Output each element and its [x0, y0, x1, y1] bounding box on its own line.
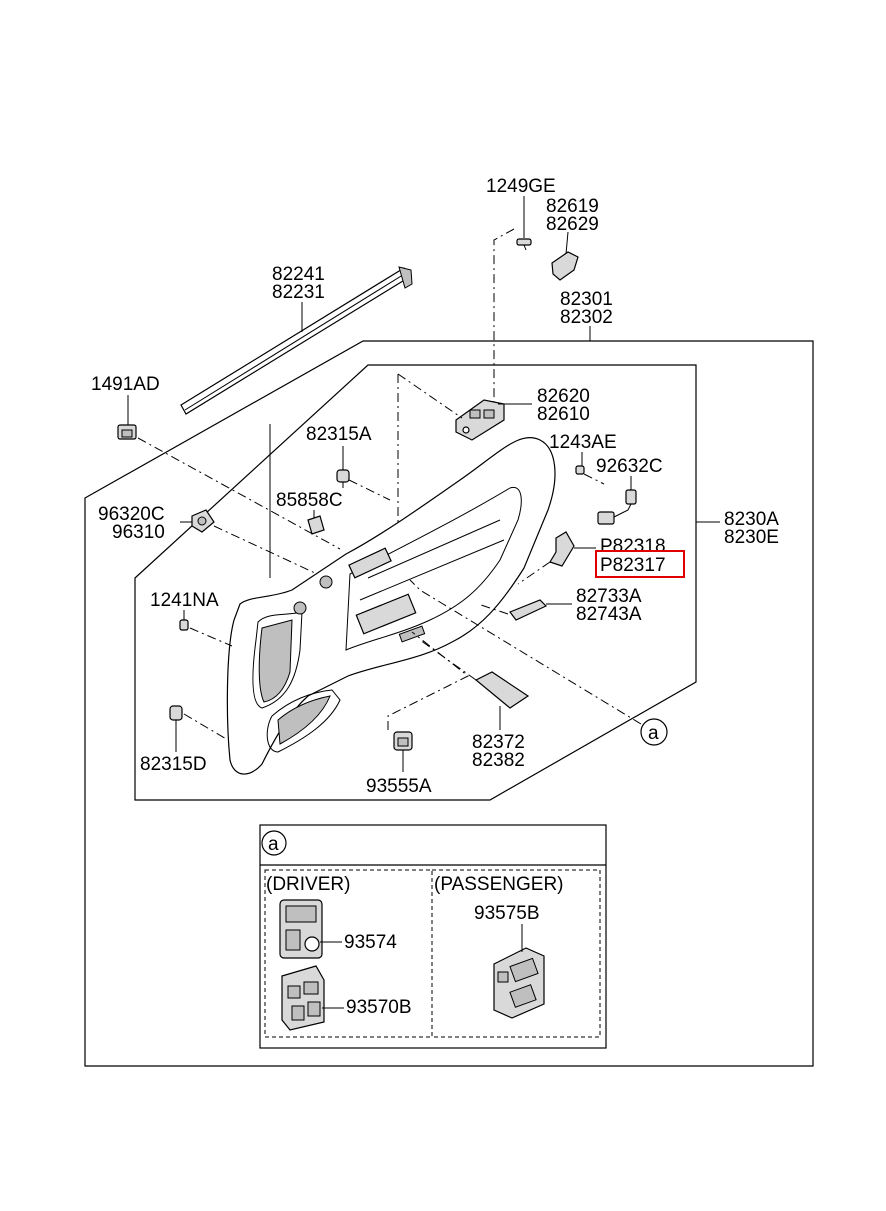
dash-callout-a	[409, 579, 642, 725]
dash-82372	[419, 639, 477, 681]
detail-callout-a-circle	[261, 830, 287, 856]
clip-82315D[interactable]	[169, 705, 183, 726]
label-92632C: 92632C	[596, 456, 663, 477]
detail-callout-a: a	[268, 834, 279, 855]
switch-93570B[interactable]	[281, 965, 325, 1031]
label-82301: 82301	[560, 289, 613, 310]
dash-82733A	[477, 603, 509, 615]
outer-frame	[84, 340, 814, 1067]
passenger-header: (PASSENGER)	[434, 874, 564, 895]
label-96310: 96310	[112, 522, 165, 543]
dash-93555A	[387, 631, 469, 730]
cover-82619[interactable]	[551, 251, 579, 281]
dash-1491AD	[137, 437, 341, 550]
label-82315D: 82315D	[140, 754, 207, 775]
bolt-1241NA[interactable]	[179, 619, 189, 631]
dash-1243AE	[583, 473, 605, 485]
switch-93574[interactable]	[279, 899, 323, 959]
label-93575B: 93575B	[474, 903, 540, 924]
label-callout-a: a	[648, 723, 659, 744]
inner-frame	[134, 364, 697, 801]
wiring-92632C[interactable]	[597, 489, 637, 525]
label-1491AD: 1491AD	[91, 374, 160, 395]
label-85858C: 85858C	[276, 490, 343, 511]
dash-1249GE	[493, 228, 515, 410]
label-P82317[interactable]: P82317	[600, 555, 666, 576]
dash-handle-2	[397, 373, 463, 419]
label-82733A: 82733A	[576, 586, 642, 607]
label-1249GE: 1249GE	[486, 176, 556, 197]
label-82620: 82620	[537, 386, 590, 407]
label-82315A: 82315A	[306, 424, 372, 445]
switch-93575B[interactable]	[493, 947, 545, 1019]
label-96320C: 96320C	[98, 504, 165, 525]
inside-handle-82620[interactable]	[455, 399, 505, 441]
label-1243AE: 1243AE	[549, 432, 617, 453]
label-82382: 82382	[472, 750, 525, 771]
lamp-93555A[interactable]	[393, 731, 413, 751]
clip-1491AD[interactable]	[117, 424, 137, 440]
label-82610: 82610	[537, 404, 590, 425]
dash-P82318	[517, 561, 551, 585]
callout-a-circle[interactable]	[640, 718, 668, 746]
label-1241NA: 1241NA	[150, 590, 219, 611]
leader-82619	[565, 231, 569, 255]
dash-96320C	[213, 525, 331, 581]
label-82372: 82372	[472, 732, 525, 753]
label-P82318: P82318	[600, 536, 666, 557]
label-8230E: 8230E	[724, 527, 779, 548]
clip-85858C[interactable]	[307, 515, 325, 535]
label-82241: 82241	[272, 264, 325, 285]
speaker-96320C[interactable]	[191, 509, 215, 533]
pad-82733A[interactable]	[509, 599, 548, 621]
bolt-1243AE[interactable]	[575, 465, 585, 475]
driver-group-box	[264, 869, 433, 1038]
label-93555A: 93555A	[366, 776, 432, 797]
dash-82315D	[183, 713, 229, 741]
dash-82315A	[348, 479, 391, 501]
dash-1241NA	[189, 627, 233, 647]
highlight-box-P82317	[595, 550, 685, 578]
passenger-group-box	[431, 869, 601, 1038]
label-82743A: 82743A	[576, 604, 642, 625]
driver-header: (DRIVER)	[266, 874, 350, 895]
trim-P82318[interactable]	[549, 531, 575, 567]
clip-82315A[interactable]	[336, 469, 350, 488]
label-93570B: 93570B	[346, 997, 412, 1018]
screw-1249GE[interactable]	[516, 228, 532, 251]
detail-box-a: a (DRIVER) (PASSENGER) 93574 93570B	[259, 824, 607, 1049]
label-93574: 93574	[344, 932, 397, 953]
label-82231: 82231	[272, 282, 325, 303]
label-82629: 82629	[546, 214, 599, 235]
door-trim-panel[interactable]	[226, 436, 556, 775]
weatherstrip-part[interactable]	[180, 266, 413, 415]
label-8230A: 8230A	[724, 509, 779, 530]
label-82619: 82619	[546, 196, 599, 217]
label-82302: 82302	[560, 307, 613, 328]
bracket-82372[interactable]	[474, 671, 530, 709]
